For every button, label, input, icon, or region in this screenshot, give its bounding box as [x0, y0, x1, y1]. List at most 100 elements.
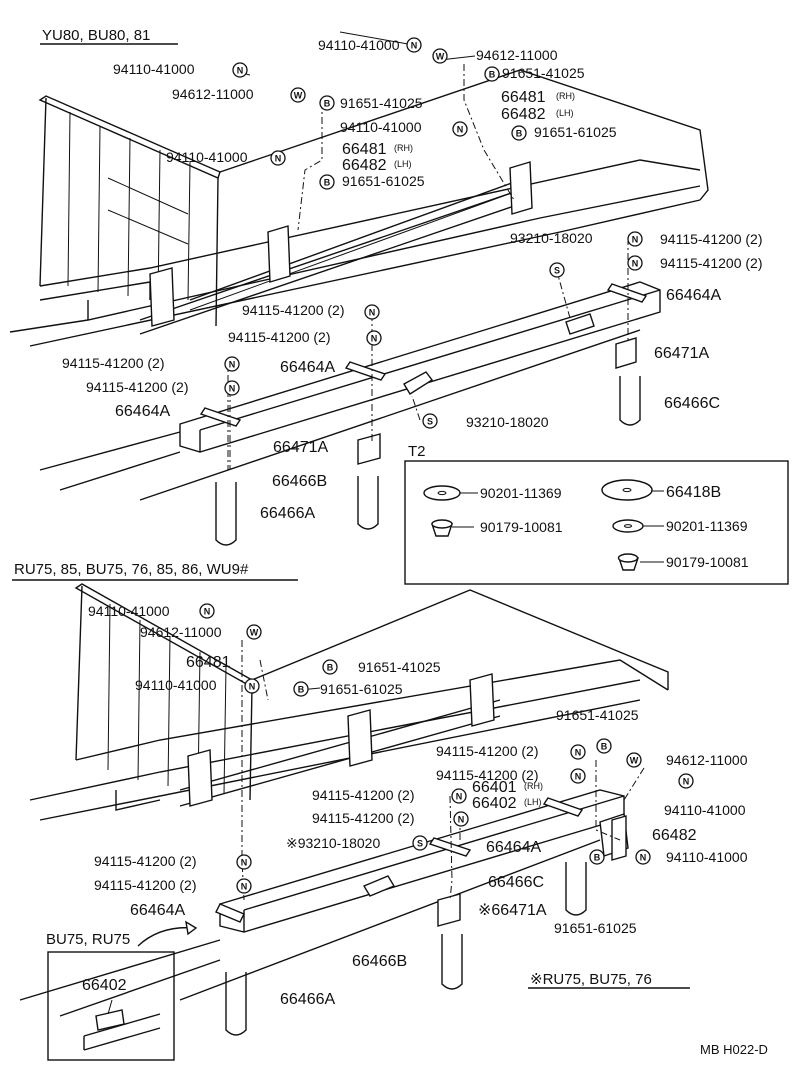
svg-text:N: N: [575, 772, 582, 782]
top-label-rh-b: (RH): [394, 143, 413, 153]
top-label-66466c-a: 66466C: [664, 395, 720, 412]
bottom-label-66401: 66401: [472, 779, 517, 796]
svg-text:N: N: [683, 777, 690, 787]
bottom-label-n-94115-41200-b: 94115-41200 (2): [436, 767, 538, 783]
top-label-w-94612-11000-b: 94612-11000: [172, 86, 254, 102]
bolt-symbol-icon: B: [484, 66, 500, 82]
top-label-b-91651-41025-a: 91651-41025: [502, 65, 585, 81]
top-label-66464a-b: 66464A: [280, 359, 335, 376]
t2-box: [404, 460, 789, 585]
top-label-66482-a: 66482: [501, 106, 546, 123]
svg-text:W: W: [436, 52, 445, 62]
bottom-label-66471a: ※66471A: [478, 902, 547, 919]
nut-symbol-icon: N: [270, 150, 286, 166]
top-label-rh-a: (RH): [556, 91, 575, 101]
bottom-label-s-93210-18020: ※93210-18020: [286, 835, 380, 851]
bolt-symbol-icon: B: [319, 174, 335, 190]
bottom-label-66464a-a: 66464A: [486, 839, 541, 856]
svg-text:N: N: [229, 384, 236, 394]
bottom-label-n-94110-41000-b: 94110-41000: [135, 677, 217, 693]
t2-label-66418b: 66418B: [666, 484, 721, 501]
top-label-66481-a: 66481: [501, 89, 546, 106]
bolt-symbol-icon: B: [319, 95, 335, 111]
diagram-code: MB H022-D: [700, 1042, 768, 1057]
svg-text:S: S: [417, 839, 423, 849]
svg-text:N: N: [237, 66, 244, 76]
nut-symbol-icon: N: [236, 878, 252, 894]
svg-text:N: N: [632, 259, 639, 269]
svg-text:N: N: [457, 125, 464, 135]
bottom-label-rh: (RH): [524, 781, 543, 791]
top-label-n-94110-41000-a: 94110-41000: [318, 37, 400, 53]
nut-symbol-icon: N: [224, 356, 240, 372]
bottom-section-drawing: [19, 583, 669, 1061]
svg-text:B: B: [594, 853, 601, 863]
t2-drawings: [423, 479, 664, 571]
nut-symbol-icon: N: [451, 788, 467, 804]
top-label-s-93210-18020-b: 93210-18020: [466, 414, 549, 430]
svg-text:N: N: [575, 748, 582, 758]
washer-symbol-icon: W: [290, 87, 306, 103]
bottom-label-b-91651-61025-a: 91651-61025: [320, 681, 403, 697]
nut-symbol-icon: N: [570, 744, 586, 760]
bottom-label-b-91651-41025-a: 91651-41025: [358, 659, 441, 675]
top-label-66471a-b: 66471A: [273, 439, 328, 456]
top-label-n-94115-41200-b: 94115-41200 (2): [660, 255, 762, 271]
t2-label-w-90201-11369-b: 90201-11369: [666, 518, 748, 534]
top-label-s-93210-18020-a: 93210-18020: [510, 230, 593, 246]
nut-symbol-icon: N: [627, 231, 643, 247]
svg-text:B: B: [327, 663, 334, 673]
nut-symbol-icon: N: [453, 811, 469, 827]
bottom-label-n-94110-41000-d: 94110-41000: [666, 849, 748, 865]
nut-symbol-icon: N: [406, 37, 422, 53]
svg-text:B: B: [489, 70, 496, 80]
bottom-label-66402: 66402: [472, 795, 517, 812]
bottom-models-header: RU75, 85, BU75, 76, 85, 86, WU9#: [14, 561, 249, 578]
svg-text:N: N: [241, 858, 248, 868]
nut-symbol-icon: N: [627, 255, 643, 271]
svg-text:B: B: [601, 742, 608, 752]
bottom-label-66482: 66482: [652, 827, 697, 844]
spacer-symbol-icon: S: [549, 262, 565, 278]
bolt-symbol-icon: B: [511, 125, 527, 141]
washer-symbol-icon: W: [432, 48, 448, 64]
svg-text:N: N: [640, 853, 647, 863]
svg-text:N: N: [458, 815, 465, 825]
svg-text:S: S: [427, 417, 433, 427]
svg-text:N: N: [456, 792, 463, 802]
svg-text:N: N: [411, 41, 418, 51]
bottom-label-66466a: 66466A: [280, 991, 335, 1008]
top-label-b-91651-41025-b: 91651-41025: [340, 95, 423, 111]
t2-label-w-90201-11369-a: 90201-11369: [480, 485, 562, 501]
nut-symbol-icon: N: [570, 768, 586, 784]
svg-text:B: B: [516, 129, 523, 139]
bottom-label-w-94612-11000-b: 94612-11000: [666, 752, 748, 768]
bottom-label-66466c: 66466C: [488, 874, 544, 891]
svg-text:W: W: [630, 756, 639, 766]
top-label-b-91651-61025-a: 91651-61025: [534, 124, 617, 140]
svg-text:B: B: [324, 178, 331, 188]
top-label-lh-b: (LH): [394, 159, 412, 169]
spacer-symbol-icon: S: [422, 413, 438, 429]
nut-symbol-icon: N: [244, 678, 260, 694]
bottom-label-n-94115-41200-e: 94115-41200 (2): [94, 853, 196, 869]
bolt-symbol-icon: B: [293, 681, 309, 697]
svg-text:W: W: [250, 628, 259, 638]
bolt-symbol-icon: B: [596, 738, 612, 754]
t2-label-n-90179-10081-b: 90179-10081: [666, 554, 749, 570]
top-label-w-94612-11000-a: 94612-11000: [476, 47, 558, 63]
bottom-label-n-94110-41000-c: 94110-41000: [664, 802, 746, 818]
bottom-label-n-94115-41200-f: 94115-41200 (2): [94, 877, 196, 893]
svg-text:N: N: [249, 682, 256, 692]
svg-text:N: N: [369, 308, 376, 318]
spacer-symbol-icon: S: [412, 835, 428, 851]
top-label-b-91651-61025-b: 91651-61025: [342, 173, 425, 189]
bottom-label-n-94110-41000-a: 94110-41000: [88, 603, 170, 619]
top-label-n-94115-41200-c: 94115-41200 (2): [242, 302, 344, 318]
footnote-models: ※RU75, BU75, 76: [530, 971, 652, 988]
top-label-n-94110-41000-b: 94110-41000: [113, 61, 195, 77]
nut-symbol-icon: N: [635, 849, 651, 865]
top-label-66471a-a: 66471A: [654, 345, 709, 362]
